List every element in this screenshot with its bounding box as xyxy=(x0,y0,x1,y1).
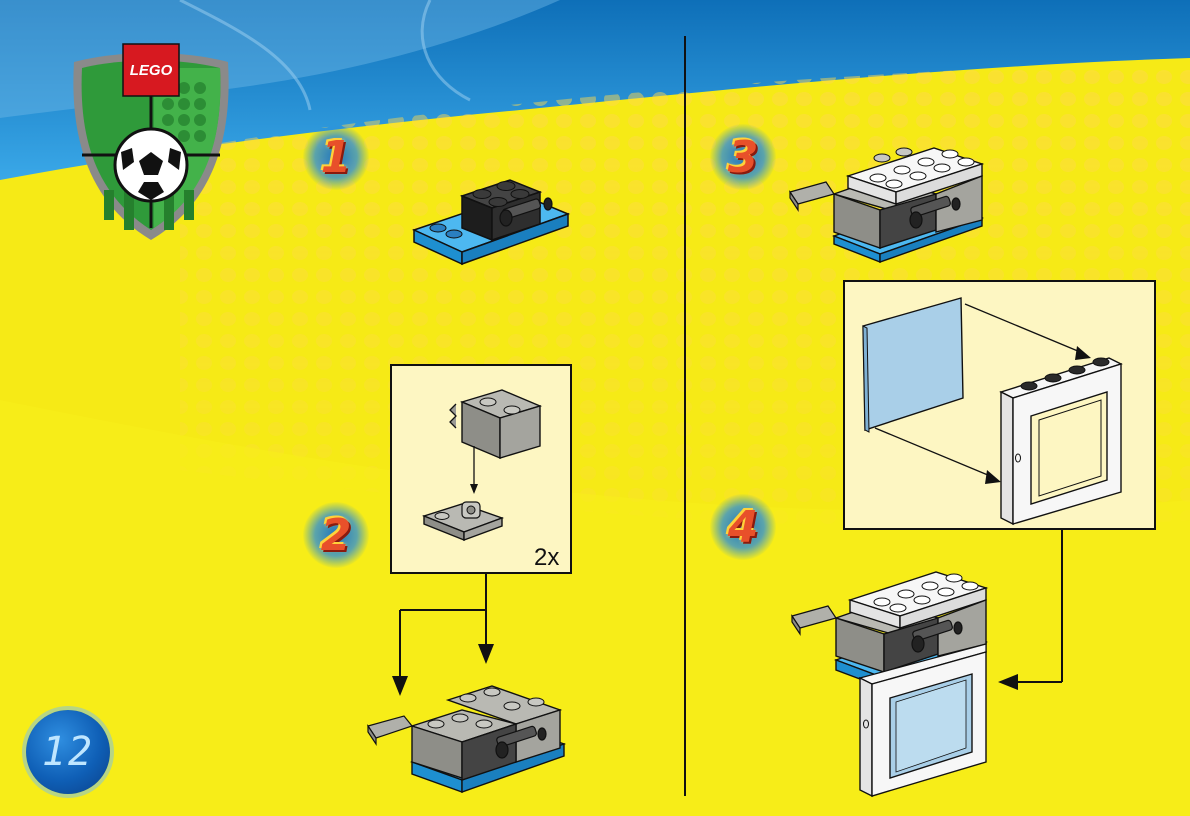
lego-logo-text: LEGO xyxy=(129,61,173,79)
page-number: 12 xyxy=(41,729,95,775)
step-1-label: 1 xyxy=(320,131,352,183)
step-4-parts-illustration xyxy=(862,297,1123,526)
step-3-model xyxy=(789,147,985,264)
lego-logo: LEGO xyxy=(123,44,179,96)
step-4-model xyxy=(791,571,989,798)
step-2-label: 2 xyxy=(320,509,352,561)
step-4-label: 4 xyxy=(727,501,759,553)
page-number-badge: 12 xyxy=(26,710,110,794)
step-4-parts-callout xyxy=(843,280,1156,530)
soccer-shield-logo xyxy=(73,43,229,240)
step-4-number: 4 xyxy=(710,494,776,560)
step-2-number: 2 xyxy=(303,502,369,568)
step-2-model xyxy=(367,685,567,793)
step-4-arrow xyxy=(998,528,1063,690)
step-3-number: 3 xyxy=(710,124,776,190)
step-2-quantity: 2x xyxy=(534,544,560,571)
step-2-parts-callout: 2x xyxy=(390,364,572,574)
step-2-arrows xyxy=(392,572,494,696)
step-1-number: 1 xyxy=(303,124,369,190)
step-3-label: 3 xyxy=(727,131,759,183)
step-1-model xyxy=(411,179,571,266)
step-2-parts-illustration xyxy=(421,389,543,542)
page-divider xyxy=(684,36,686,796)
